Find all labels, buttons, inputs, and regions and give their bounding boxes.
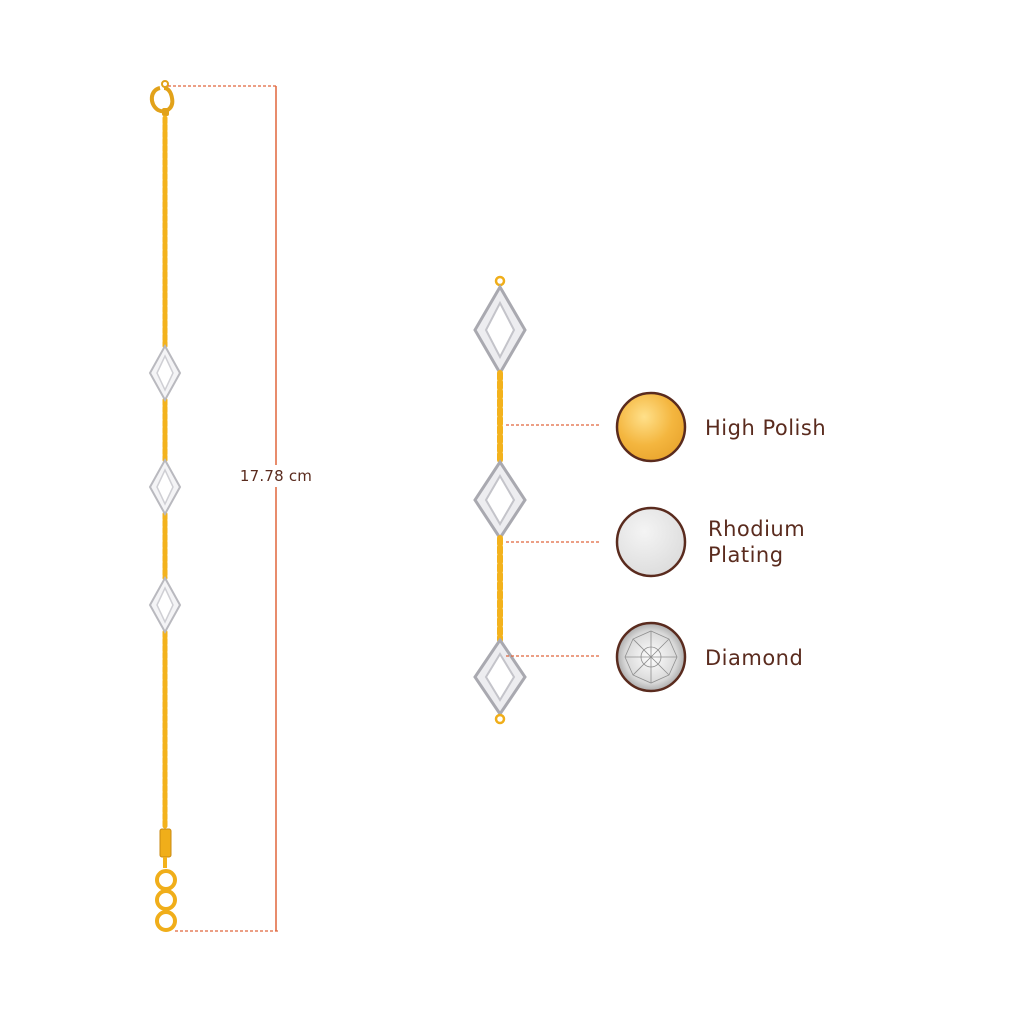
end-tag-icon [159,828,172,858]
length-dimension [168,85,278,932]
rhombus-motif-closeup [473,284,527,376]
gold-high-polish-swatch-icon [615,391,687,463]
rhombus-motif [148,457,182,517]
length-label: 17.78 cm [226,465,326,487]
lobster-clasp-icon [149,80,175,116]
bracelet-closeup-view [473,275,527,725]
diamond-swatch-icon [615,621,687,693]
rhombus-motif-closeup [473,637,527,717]
legend-label-diamond: Diamond [705,646,804,670]
rhombus-motif-closeup [473,459,527,541]
extension-ring-icon [155,910,177,932]
rhombus-motif [148,343,182,403]
legend-label-high-polish: High Polish [705,416,827,440]
rhombus-motif [148,575,182,635]
bracelet-full-view [148,80,182,932]
rhodium-plating-swatch-icon [615,506,687,578]
extension-ring-icon [155,889,177,911]
legend-label-rhodium-plating: Rhodium Plating [708,517,806,567]
extension-ring-icon [155,869,177,891]
